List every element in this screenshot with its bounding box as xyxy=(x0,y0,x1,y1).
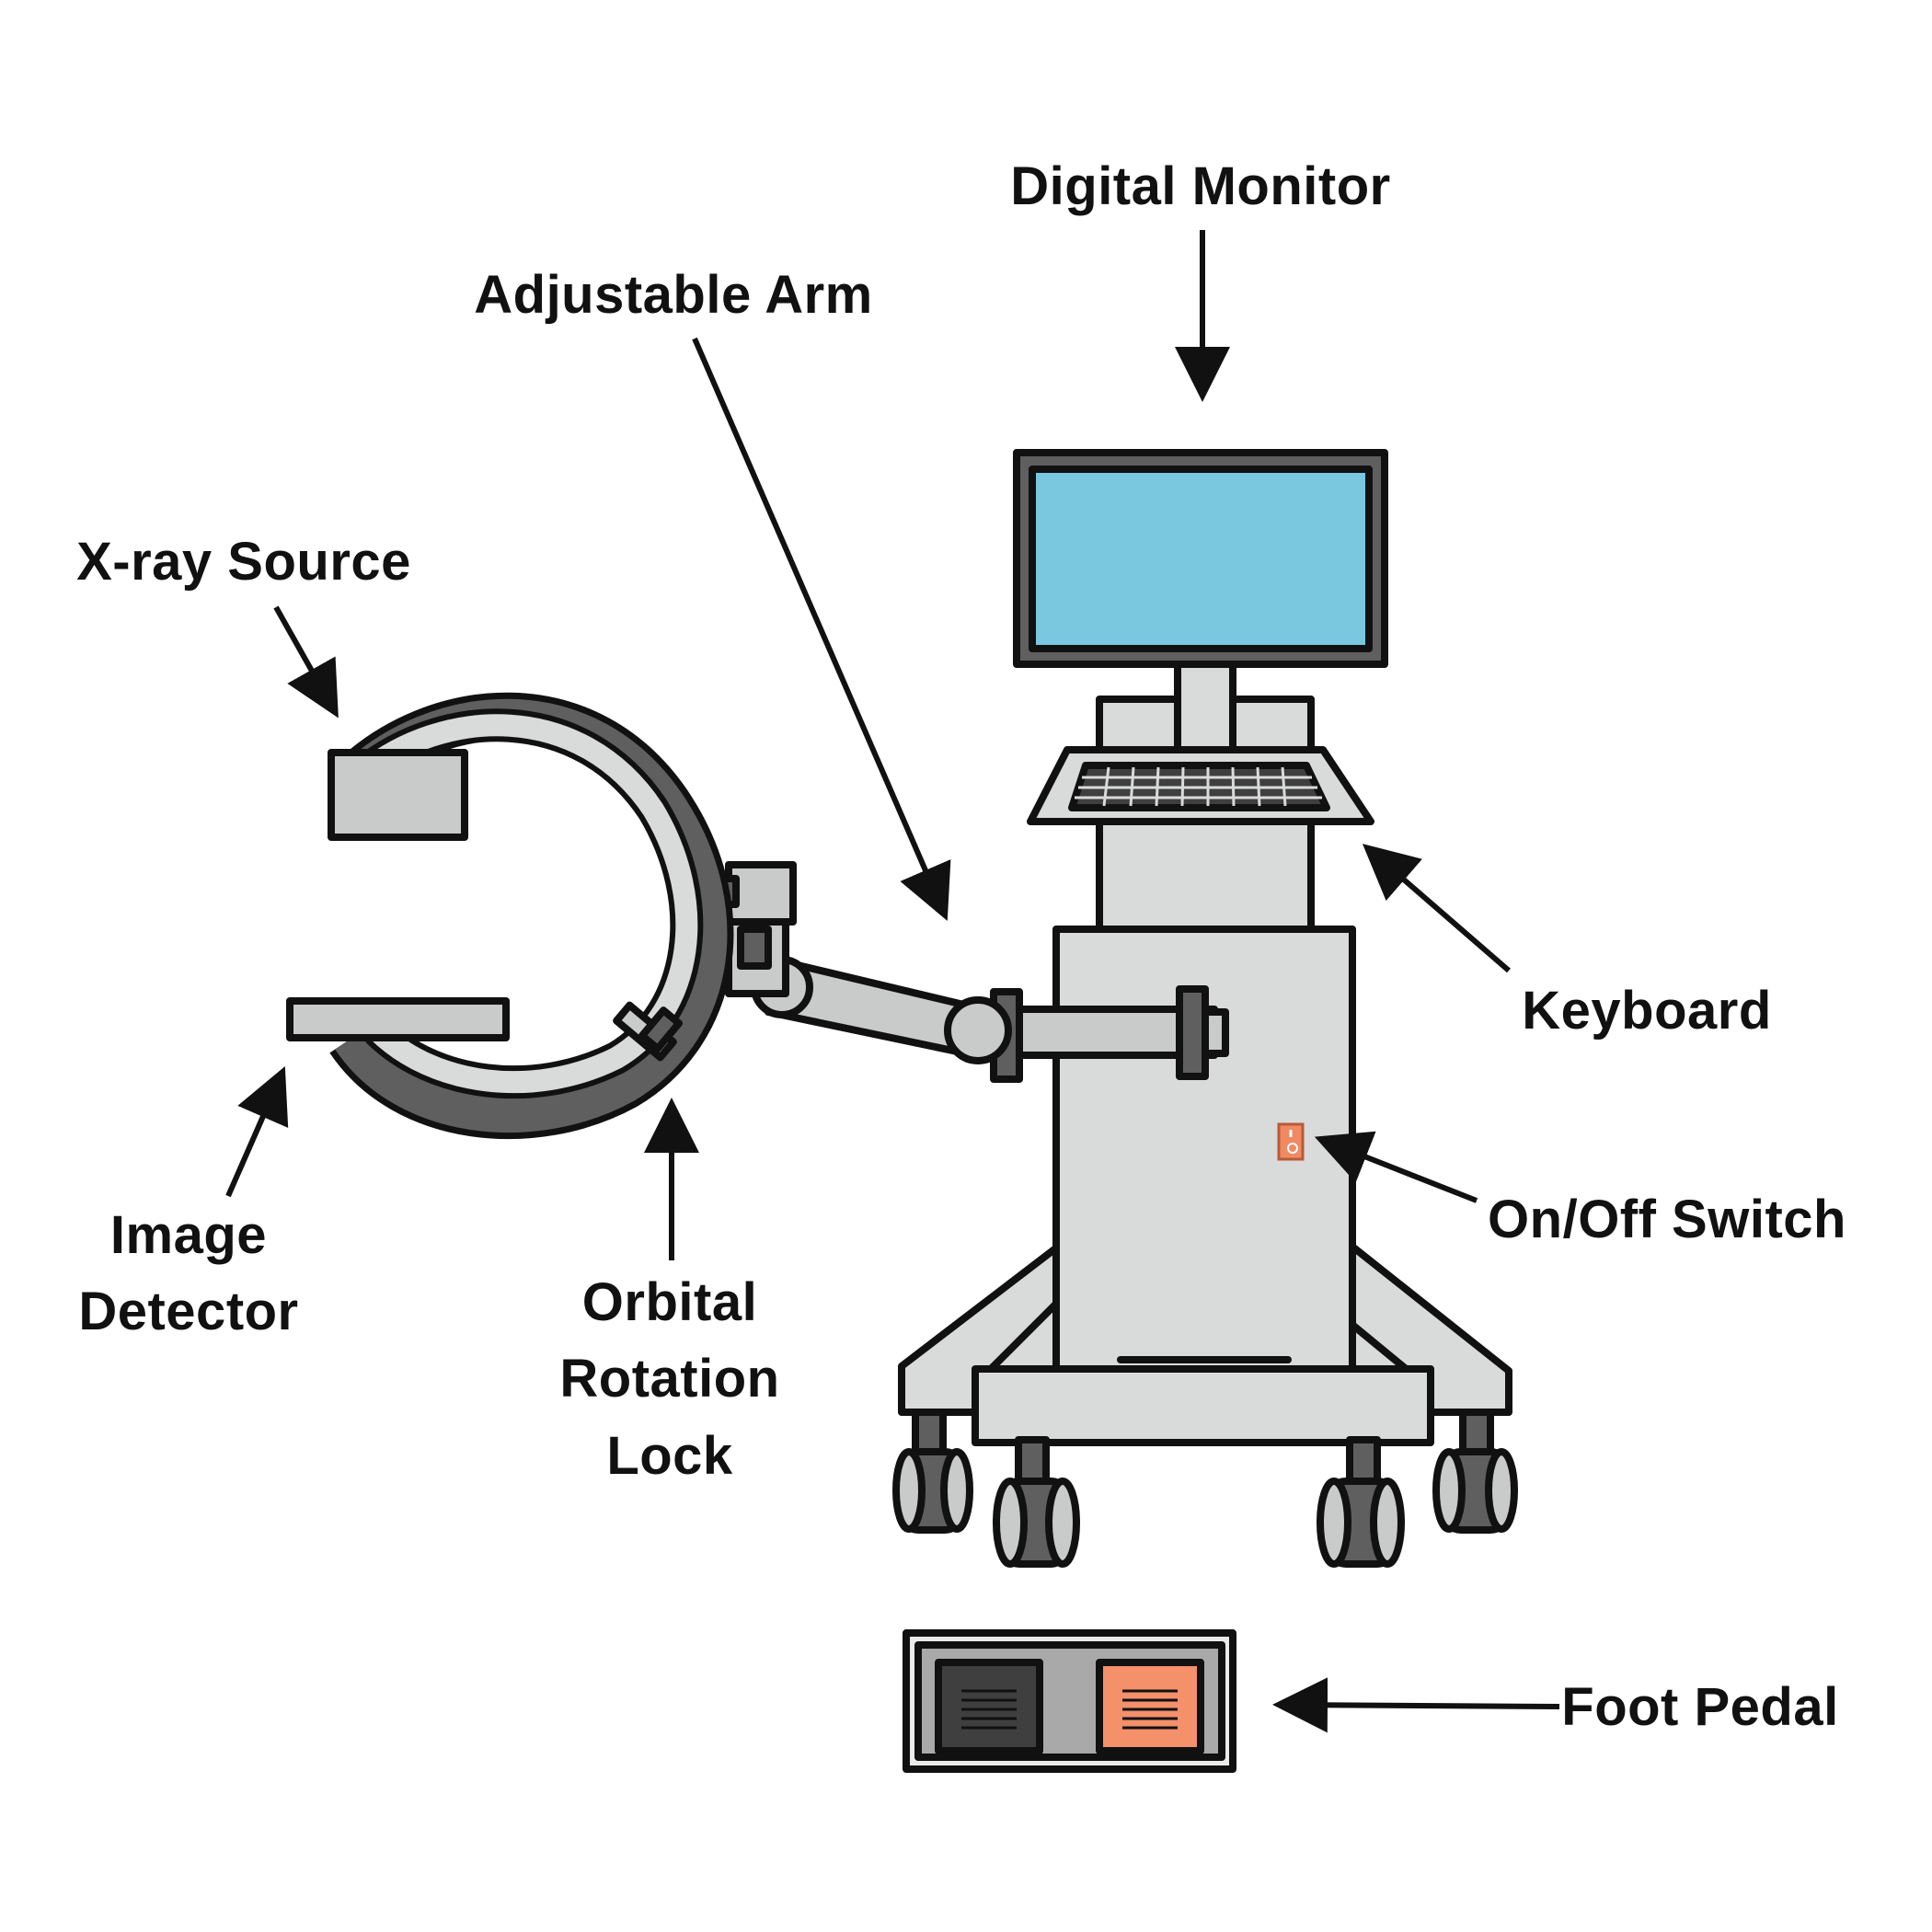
label-adjustable-arm: Adjustable Arm xyxy=(474,265,872,325)
c-arm xyxy=(329,692,734,1140)
label-image-detector-line2: Detector xyxy=(78,1282,298,1341)
pedal-grip-lines xyxy=(961,1689,1178,1730)
monitor-screen xyxy=(1029,466,1373,652)
xray-source xyxy=(328,749,468,841)
digital-monitor xyxy=(1013,449,1388,668)
cart-lower-panel xyxy=(972,1365,1434,1446)
label-orbital-line3: Lock xyxy=(606,1426,733,1486)
foot-pedal-left[interactable] xyxy=(935,1659,1043,1754)
wheel xyxy=(892,1448,973,1534)
arrow-keyboard xyxy=(1362,844,1511,973)
callout-arrows xyxy=(225,230,1560,1733)
foot-pedal-right[interactable] xyxy=(1096,1659,1204,1754)
label-orbital-line1: Orbital xyxy=(582,1272,757,1332)
label-digital-monitor: Digital Monitor xyxy=(1010,156,1390,216)
wheels xyxy=(892,1409,1518,1568)
labels: Digital Monitor Adjustable Arm X-ray Sou… xyxy=(76,156,1846,1737)
wheel xyxy=(1317,1478,1405,1568)
wheel xyxy=(1432,1448,1518,1534)
keyboard-key-grid xyxy=(1075,766,1322,807)
keyboard xyxy=(1027,746,1374,825)
foot-pedal[interactable] xyxy=(903,1629,1236,1773)
label-xray-source: X-ray Source xyxy=(76,532,411,592)
orbital-rotation-lock[interactable] xyxy=(613,1001,683,1062)
wheel xyxy=(993,1478,1080,1568)
image-detector xyxy=(286,997,510,1041)
arrow-xray-source xyxy=(273,605,339,719)
arm-collar xyxy=(1176,985,1209,1080)
label-foot-pedal: Foot Pedal xyxy=(1561,1677,1838,1737)
arm-end-cap xyxy=(1202,1008,1229,1057)
label-orbital-line2: Rotation xyxy=(559,1349,779,1409)
arrow-image-detector xyxy=(225,1066,289,1198)
arrow-foot-pedal xyxy=(1272,1677,1560,1733)
label-image-detector-line1: Image xyxy=(110,1205,267,1265)
on-off-switch[interactable] xyxy=(1277,1122,1305,1161)
arm-bracket-inner xyxy=(737,926,772,970)
arrow-on-off-switch xyxy=(1314,1131,1478,1203)
label-on-off-switch: On/Off Switch xyxy=(1488,1190,1846,1249)
arrow-adjustable-arm xyxy=(692,337,951,922)
cart xyxy=(898,640,1512,1446)
c-arm-ring-fill xyxy=(356,714,698,1094)
label-keyboard: Keyboard xyxy=(1522,981,1772,1041)
arm-joint xyxy=(944,996,1012,1064)
